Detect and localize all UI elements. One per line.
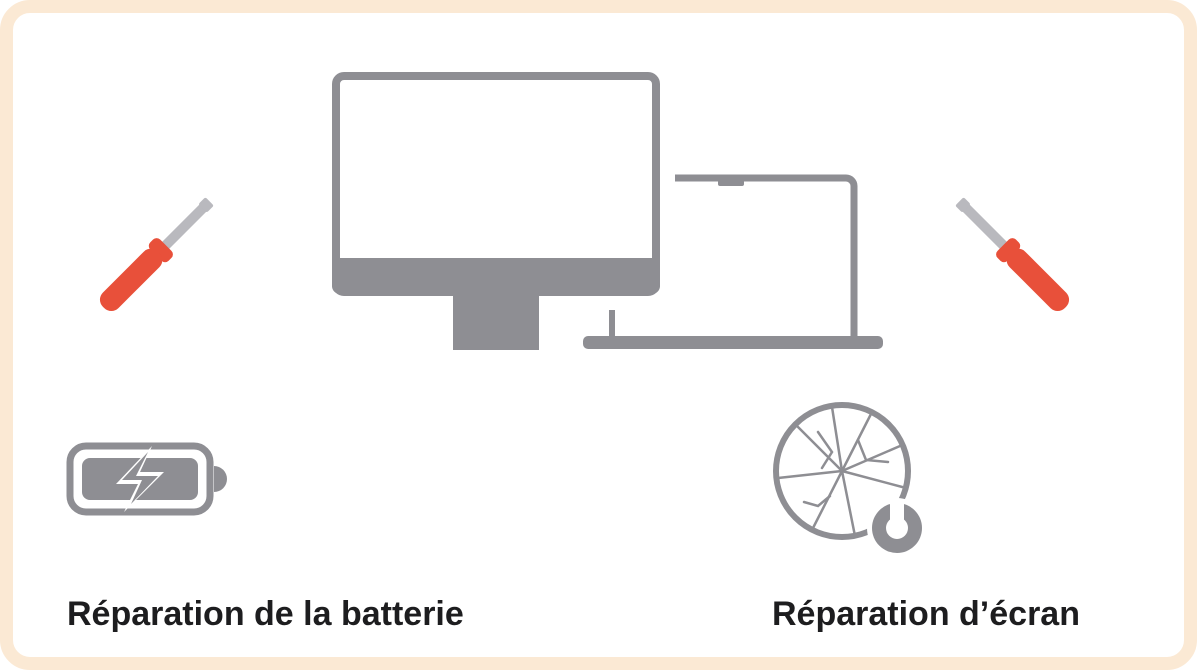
desktop-monitor-icon	[332, 72, 660, 350]
screwdriver-icon	[99, 197, 214, 312]
laptop-icon	[583, 174, 883, 349]
cracked-screen-wrench-icon	[773, 402, 927, 558]
screwdriver-icon	[955, 197, 1070, 312]
screen-repair-label: Réparation d’écran	[772, 595, 1080, 633]
battery-charging-icon	[66, 442, 227, 516]
battery-repair-label: Réparation de la batterie	[67, 595, 464, 633]
